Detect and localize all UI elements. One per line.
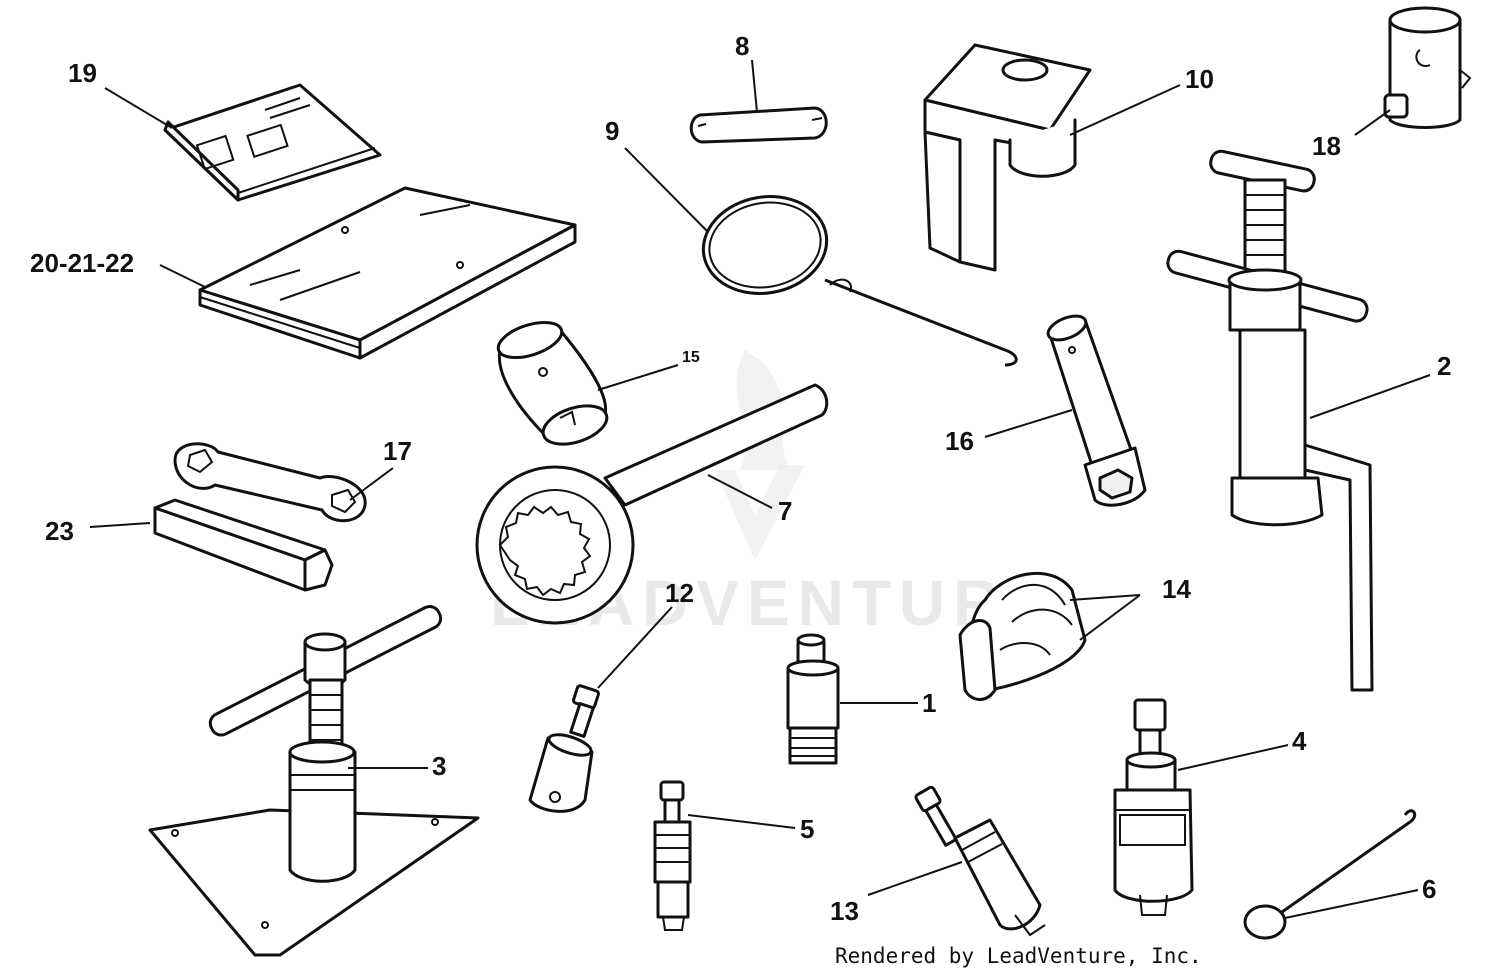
- leader-18: [1354, 109, 1391, 136]
- callout-15: 15: [682, 349, 700, 366]
- leader-8: [751, 59, 758, 113]
- leader-13: [867, 861, 963, 896]
- leader-12: [597, 606, 673, 689]
- leader-19: [104, 87, 173, 129]
- part-8-pin: [689, 106, 828, 144]
- part-7-ring-spanner: [475, 383, 829, 625]
- leader-2: [1309, 374, 1431, 419]
- callout-6: 6: [1422, 874, 1436, 904]
- callout-3: 3: [432, 751, 446, 781]
- part-17-wrench: [173, 442, 367, 523]
- leader-9: [624, 147, 709, 233]
- part-9-wire-loop: [701, 195, 1018, 367]
- callout-19: 19: [68, 58, 97, 88]
- callout-17: 17: [383, 436, 412, 466]
- part-23-hex-bar: [153, 498, 334, 592]
- callout-4: 4: [1292, 726, 1307, 756]
- part-3-press: [148, 605, 480, 957]
- leader-6: [1284, 889, 1419, 919]
- callout-9: 9: [605, 116, 619, 146]
- leader-16: [984, 409, 1073, 438]
- leader-17: [349, 467, 394, 501]
- part-5-tool: [653, 780, 692, 931]
- callout-5: 5: [800, 814, 814, 844]
- callout-2: 2: [1437, 351, 1451, 381]
- part-1-adapter: [786, 633, 840, 765]
- callout-20-21-22: 20-21-22: [30, 248, 134, 278]
- part-14-collets: [958, 571, 1087, 701]
- callout-8: 8: [735, 31, 749, 61]
- credit-text: Rendered by LeadVenture, Inc.: [835, 944, 1202, 968]
- leader-20-21-22: [159, 264, 206, 288]
- leader-4: [1177, 744, 1289, 771]
- callout-23: 23: [45, 516, 74, 546]
- leader-14b: [1079, 594, 1141, 641]
- part-18-sleeve: [1383, 6, 1472, 129]
- leader-10: [1069, 84, 1181, 136]
- callout-18: 18: [1312, 131, 1341, 161]
- leader-5: [687, 814, 796, 829]
- leader-15: [597, 364, 679, 391]
- leader-7: [707, 474, 773, 509]
- part-10-bracket: [923, 43, 1092, 272]
- part-16-box-wrench: [1046, 314, 1147, 507]
- part-13-tool: [914, 785, 1046, 937]
- callout-7: 7: [778, 496, 792, 526]
- part-19-manual: [163, 83, 382, 202]
- callout-14: 14: [1162, 574, 1191, 604]
- part-6-wire-hook: [1243, 809, 1417, 940]
- callout-16: 16: [945, 426, 974, 456]
- callout-10: 10: [1185, 64, 1214, 94]
- leader-23: [89, 522, 151, 528]
- callout-12: 12: [665, 578, 694, 608]
- callout-13: 13: [830, 896, 859, 926]
- part-4-puller: [1113, 698, 1194, 916]
- part-12-small-puller: [528, 684, 600, 813]
- part-2-puller: [1166, 149, 1374, 692]
- part-20-21-22-book: [198, 186, 577, 360]
- callout-1: 1: [922, 688, 936, 718]
- part-15-socket: [496, 320, 609, 446]
- leader-14a: [1069, 594, 1141, 601]
